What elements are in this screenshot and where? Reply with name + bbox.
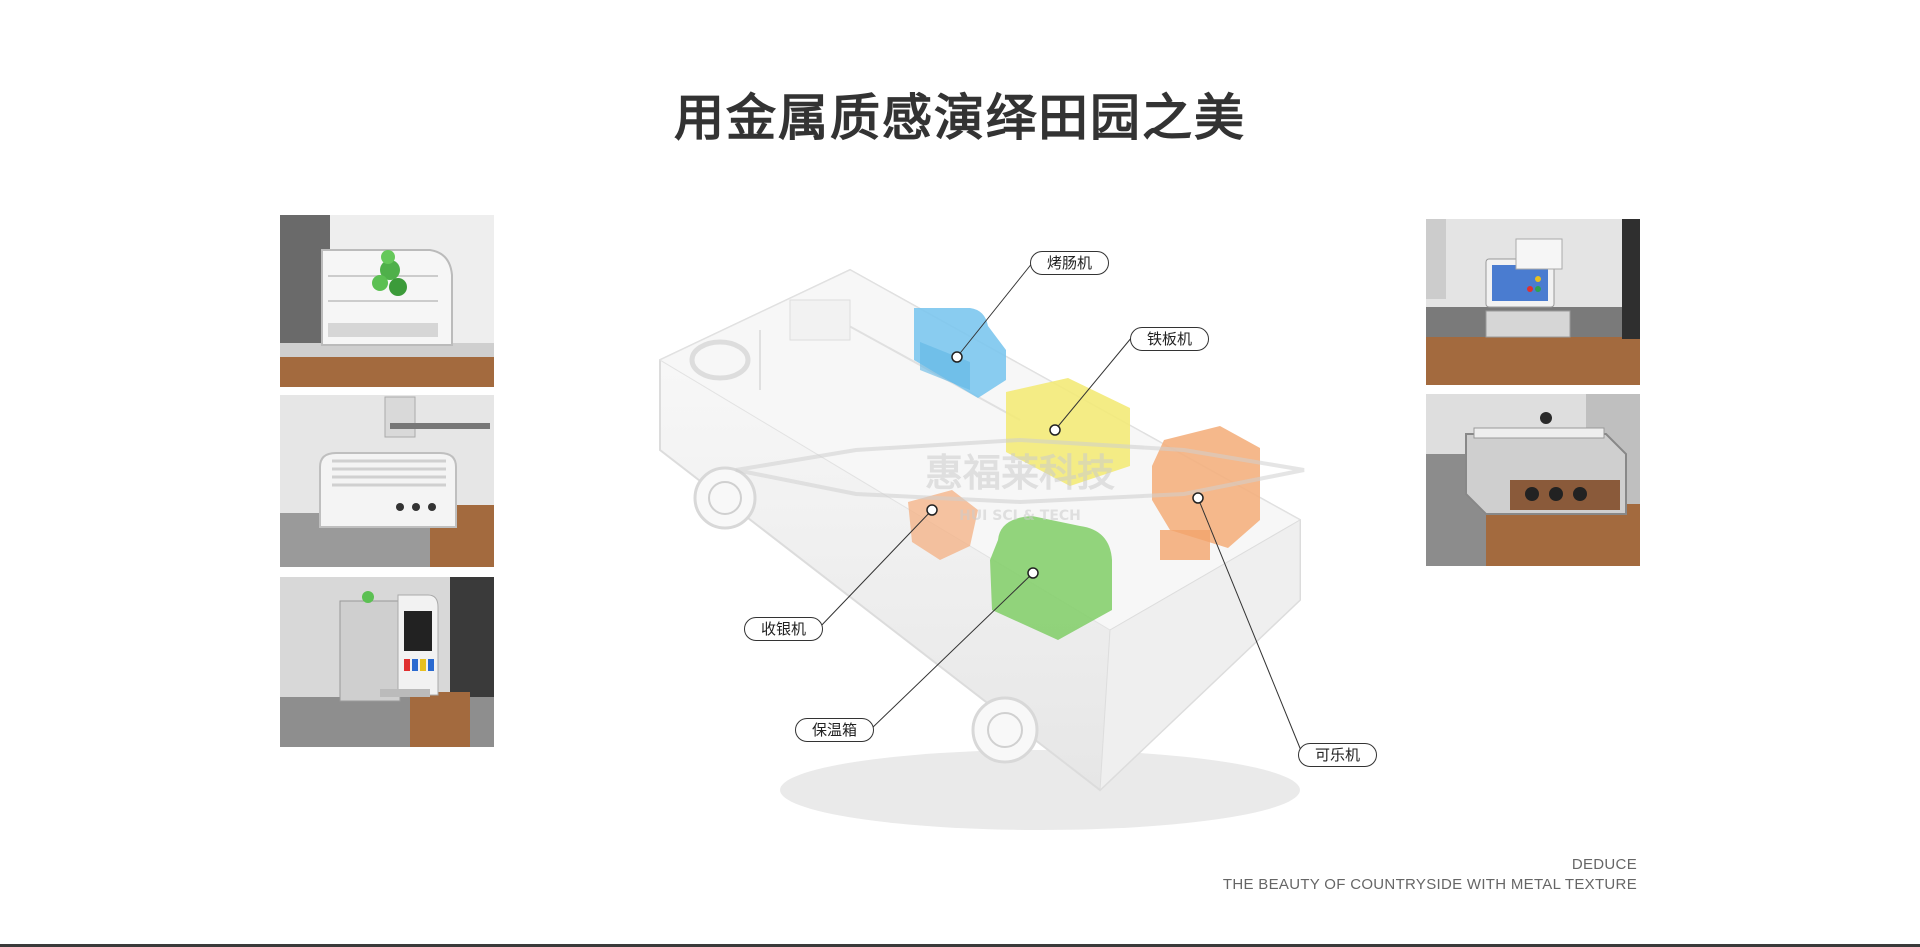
callout-cola-machine[interactable]: 可乐机 [1298, 743, 1378, 767]
watermark-brand-cn: 惠福莱科技 [925, 451, 1115, 495]
thumbnail-sausage-roaster[interactable] [280, 395, 494, 567]
callout-sausage-roaster[interactable]: 烤肠机 [1030, 251, 1110, 275]
bottom-divider [0, 944, 1920, 947]
page-title: 用金属质感演绎田园之美 [674, 89, 1246, 147]
callout-griddle[interactable]: 铁板机 [1130, 327, 1210, 351]
food-truck-illustration: 惠福莱科技 HUI SCI & TECH [640, 230, 1400, 870]
thumbnail-display-cabinet[interactable] [280, 215, 494, 387]
footer-subtitle: DEDUCE [1571, 856, 1637, 873]
footer-tagline: THE BEAUTY OF COUNTRYSIDE WITH METAL TEX… [1222, 876, 1637, 893]
thumbnail-cash-register-terminal[interactable] [1426, 219, 1640, 385]
watermark-brand-en: HUI SCI & TECH [959, 508, 1081, 524]
callout-warmer-box[interactable]: 保温箱 [795, 718, 875, 742]
callout-cash-register[interactable]: 收银机 [744, 617, 824, 641]
thumbnail-griddle-station[interactable] [1426, 394, 1640, 566]
thumbnail-cola-dispenser[interactable] [280, 577, 494, 747]
